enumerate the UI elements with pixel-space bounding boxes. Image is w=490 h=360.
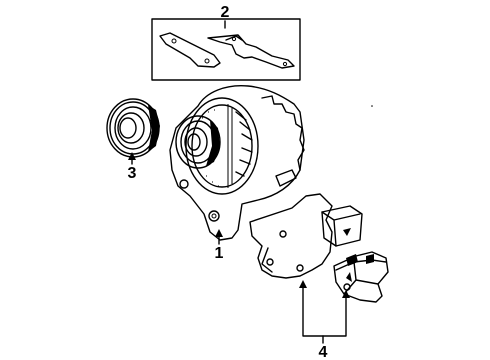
speck bbox=[371, 105, 373, 107]
alternator-housing bbox=[169, 85, 305, 241]
regulator-group: 4 bbox=[249, 193, 389, 360]
bracket-hole bbox=[204, 58, 210, 64]
bracket-set-box bbox=[151, 18, 301, 81]
bracket-hole bbox=[282, 61, 288, 67]
brush-holder bbox=[333, 251, 389, 303]
pulley-group: 3 bbox=[106, 98, 160, 182]
callout-3-label: 3 bbox=[128, 165, 137, 182]
pulley-groove bbox=[117, 112, 145, 144]
regulator-plate-hole bbox=[296, 264, 304, 272]
left-mounting-bracket bbox=[159, 32, 221, 68]
regulator-box bbox=[321, 205, 363, 247]
front-cover bbox=[185, 97, 259, 195]
brush-holder-hole bbox=[343, 283, 351, 291]
pulley-hub bbox=[119, 117, 137, 139]
regulator-plate bbox=[249, 193, 333, 279]
callout-2-label: 2 bbox=[221, 4, 230, 21]
cooling-fins bbox=[261, 95, 305, 171]
cover-ribs bbox=[227, 104, 233, 188]
regulator-plate-hole bbox=[279, 230, 287, 238]
pulley-groove bbox=[114, 106, 152, 150]
callout-4-label: 4 bbox=[319, 344, 328, 360]
alternator-group: 1 bbox=[169, 85, 305, 262]
brush-holder-edges bbox=[335, 259, 387, 295]
bracket-hole bbox=[171, 38, 177, 44]
callout-3-arrow bbox=[128, 152, 136, 160]
callout-4-arrow-b bbox=[342, 290, 350, 298]
terminal-plug bbox=[275, 169, 297, 187]
callout-4-leader bbox=[302, 283, 347, 337]
regulator-plate-hole bbox=[266, 258, 274, 266]
bracket-set-group: 2 bbox=[151, 4, 301, 81]
pulley-shadow bbox=[148, 105, 160, 152]
alternator-pulley bbox=[175, 115, 221, 169]
cover-texture bbox=[202, 109, 219, 187]
mount-hole bbox=[208, 210, 220, 222]
callout-4-arrow-a bbox=[299, 280, 307, 288]
regulator-box-edges bbox=[321, 211, 361, 247]
regulator-plate-edge bbox=[261, 247, 273, 273]
callout-1-arrow bbox=[215, 229, 223, 237]
brush-holder-shading bbox=[346, 254, 374, 282]
alternator-shaft bbox=[187, 133, 201, 151]
bracket-hole bbox=[231, 36, 237, 42]
vent-slots bbox=[235, 111, 253, 177]
regulator-terminal bbox=[343, 228, 351, 236]
front-cover-inner bbox=[191, 104, 253, 188]
alternator-pulley-shadow bbox=[206, 120, 220, 166]
callout-1-label: 1 bbox=[215, 245, 224, 262]
right-bracket-tab bbox=[225, 35, 243, 41]
alternator-pulley-groove bbox=[184, 127, 208, 157]
right-mounting-bracket bbox=[207, 34, 295, 69]
mount-hole bbox=[179, 179, 189, 189]
mount-hole-inner bbox=[211, 213, 217, 219]
